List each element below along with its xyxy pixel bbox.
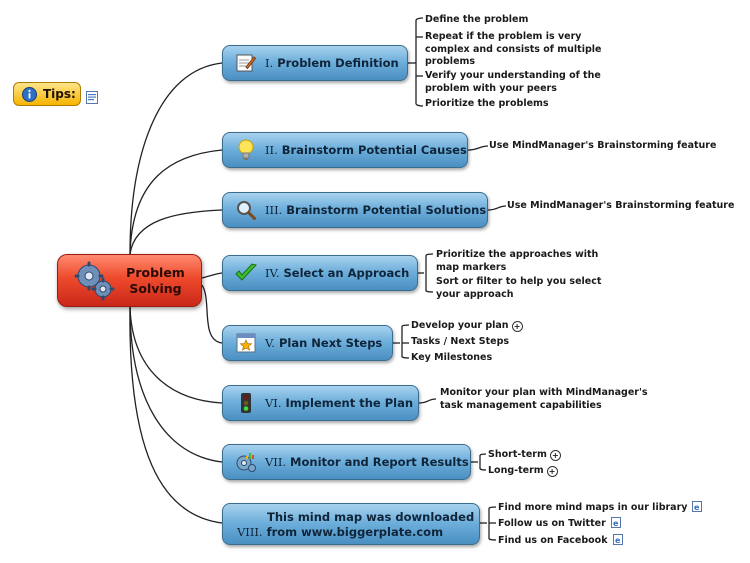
topic-title: Select an Approach — [283, 266, 410, 280]
topic-brainstorm-causes[interactable]: II.Brainstorm Potential Causes — [222, 132, 468, 168]
subtopic-brainstorming-feature[interactable]: Use MindManager's Brainstorming feature — [507, 200, 735, 211]
topic-monitor-report[interactable]: VII.Monitor and Report Results — [222, 444, 471, 480]
central-topic-label: Problem Solving — [126, 264, 185, 296]
tips-label: Tips: — [43, 87, 76, 101]
expand-plus-icon[interactable]: + — [546, 466, 558, 477]
topic-title: Brainstorm Potential Solutions — [286, 203, 487, 217]
svg-text:e: e — [613, 519, 619, 528]
topic-title: Implement the Plan — [285, 396, 414, 410]
star-window-icon — [235, 332, 257, 354]
subtopic-tasks-next-steps[interactable]: Tasks / Next Steps — [411, 336, 510, 347]
checkmark-icon — [235, 262, 257, 284]
subtopic-prioritize-problems[interactable]: Prioritize the problems — [425, 98, 549, 109]
gear-chart-icon — [235, 451, 257, 473]
note-icon[interactable] — [86, 89, 98, 108]
topic-title-line2: from www.biggerplate.com — [266, 525, 444, 539]
expand-plus-icon[interactable]: + — [511, 321, 523, 332]
magnifier-icon — [235, 199, 257, 221]
lightbulb-icon — [235, 139, 257, 161]
pencil-note-icon — [235, 52, 257, 74]
topic-plan-next-steps[interactable]: V.Plan Next Steps — [222, 325, 393, 361]
info-icon — [22, 86, 37, 102]
topic-title: Monitor and Report Results — [290, 455, 469, 469]
subtopic-key-milestones[interactable]: Key Milestones — [411, 352, 493, 363]
subtopic-brainstorming-feature[interactable]: Use MindManager's Brainstorming feature — [489, 140, 717, 151]
topic-title: Problem Definition — [277, 56, 399, 70]
topic-implement-plan[interactable]: VI.Implement the Plan — [222, 385, 419, 421]
svg-text:e: e — [615, 536, 621, 545]
web-link-icon[interactable]: e — [612, 534, 623, 545]
subtopic-develop-plan[interactable]: Develop your plan+ — [411, 320, 523, 333]
tips-button[interactable]: Tips: — [13, 82, 81, 106]
expand-plus-icon[interactable]: + — [549, 450, 561, 461]
traffic-light-icon — [235, 392, 257, 414]
topic-title: Brainstorm Potential Causes — [281, 143, 467, 157]
topic-select-approach[interactable]: IV.Select an Approach — [222, 255, 418, 291]
subtopic-short-term[interactable]: Short-term+ — [488, 449, 561, 462]
central-topic[interactable]: Problem Solving — [57, 254, 202, 307]
topic-title-line1: This mind map was downloaded — [267, 510, 475, 524]
subtopic-define-problem[interactable]: Define the problem — [425, 14, 529, 25]
topic-title: Plan Next Steps — [278, 336, 383, 350]
subtopic-long-term[interactable]: Long-term+ — [488, 465, 558, 478]
svg-text:e: e — [694, 503, 700, 512]
topic-problem-definition[interactable]: I.Problem Definition — [222, 45, 408, 81]
web-link-icon[interactable]: e — [692, 501, 703, 512]
topic-biggerplate-download[interactable]: This mind map was downloaded VIII.from w… — [222, 503, 480, 545]
gears-icon — [72, 259, 116, 303]
web-link-icon[interactable]: e — [610, 517, 621, 528]
topic-brainstorm-solutions[interactable]: III.Brainstorm Potential Solutions — [222, 192, 488, 228]
